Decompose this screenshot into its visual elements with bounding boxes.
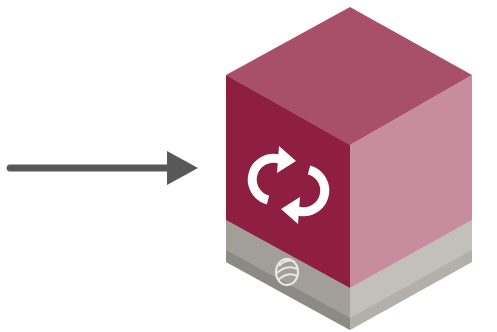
box-right-face [350, 75, 472, 288]
logo-stripe [278, 259, 296, 267]
box-top-face [226, 7, 472, 145]
striped-globe-logo [274, 257, 300, 287]
box-base-bottom-right [350, 250, 472, 330]
refresh-arc-upper [247, 153, 281, 205]
box-left-face [226, 75, 350, 288]
right-arrow [6, 151, 198, 185]
arrow-head [167, 151, 198, 185]
logo-globe-outline [274, 257, 300, 287]
box-base-bottom-left [226, 250, 350, 330]
logo-stripe [276, 266, 298, 274]
isometric-box [226, 7, 472, 330]
logo-stripe [277, 273, 298, 281]
refresh-arc-lower [296, 165, 330, 217]
refresh-sync-icon [247, 146, 330, 224]
refresh-arrowhead-upper [277, 146, 296, 173]
refresh-arrowhead-lower [281, 197, 300, 224]
